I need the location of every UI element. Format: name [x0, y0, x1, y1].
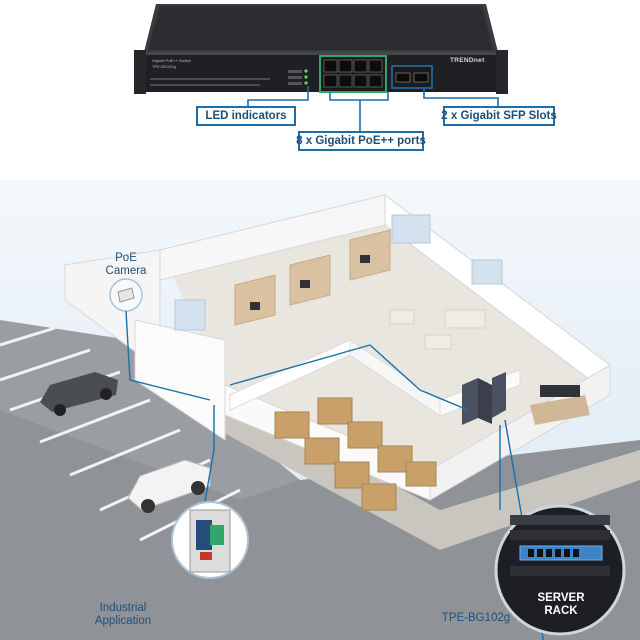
server-rack-label: SERVER RACK: [536, 592, 586, 618]
server-rack-zoom-circle: [494, 504, 626, 636]
storage-boxes: [274, 397, 437, 511]
industrial-zoom-circle: [171, 501, 249, 579]
industrial-application-label: Industrial Application: [88, 602, 158, 628]
server-racks: [462, 372, 506, 425]
poe-camera-label-line1: PoE: [115, 252, 137, 264]
poe-camera-device: [109, 278, 143, 312]
poe-camera-label-line2: Camera: [105, 265, 147, 277]
sfp-slots-block: [391, 65, 433, 89]
industrial-label-line1: Industrial: [99, 602, 147, 614]
callout-poe-ports: 8 x Gigabit PoE++ ports: [296, 131, 426, 151]
switch-model-line2: TPE-BG102g: [152, 64, 176, 69]
led-panel: [150, 69, 308, 86]
model-label: TPE-BG102g: [441, 612, 511, 624]
switch-device: [134, 4, 508, 132]
switch-model-line1: Gigabit PoE++ Switch: [152, 58, 191, 63]
building-illustration: [0, 180, 640, 640]
car-white: [127, 459, 211, 513]
callout-sfp-slots: 2 x Gigabit SFP Slots: [441, 106, 557, 126]
industrial-label-line2: Application: [94, 615, 152, 627]
switch-product-section: Gigabit PoE++ Switch TPE-BG102g TRENDnet…: [0, 0, 640, 180]
deployment-scene: PoE Camera Industrial Application TPE-BG…: [0, 180, 640, 640]
callout-led-indicators: LED indicators: [196, 106, 296, 126]
server-rack-label-line2: RACK: [544, 605, 578, 617]
poe-camera-label: PoE Camera: [98, 252, 154, 278]
poe-ports-block: [319, 55, 387, 93]
switch-brand-logo: TRENDnet: [450, 57, 485, 64]
server-rack-label-line1: SERVER: [537, 592, 585, 604]
car-dark: [40, 372, 118, 416]
